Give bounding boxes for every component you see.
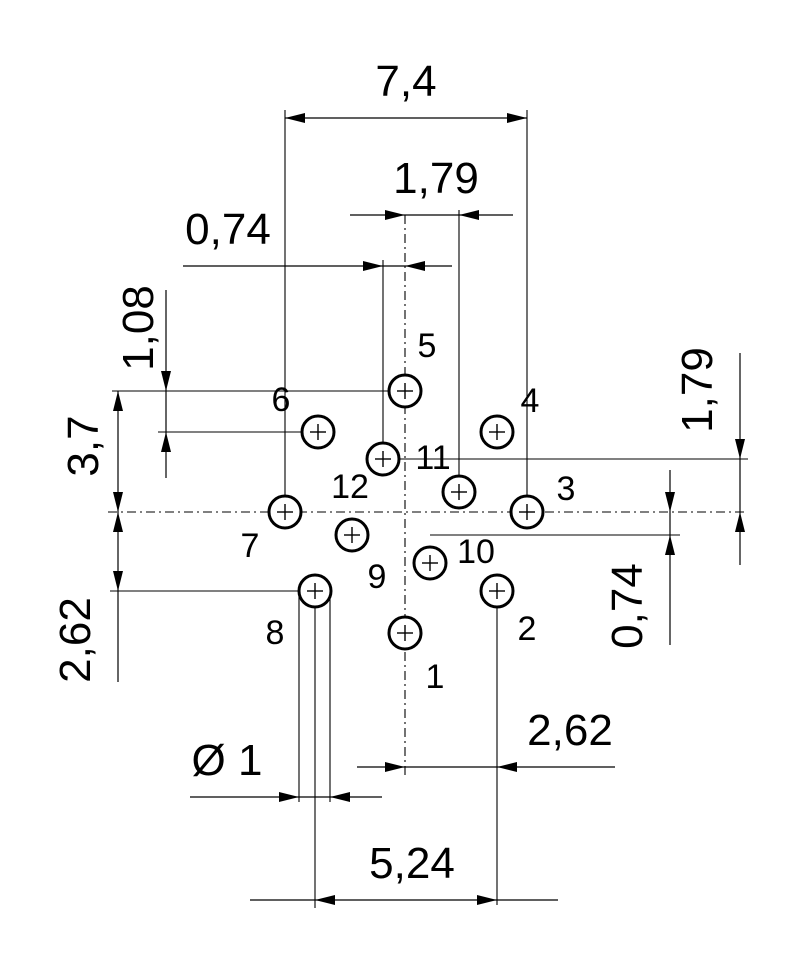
dimension-label: 2,62 [527,706,613,755]
pin-label: 7 [241,527,260,565]
pin-8: 8 [266,573,333,652]
pin-1: 1 [387,615,445,696]
pin-12: 12 [331,441,401,506]
dimension-label: 1,08 [114,285,163,371]
dimension-vertical-bottom: 2,62 [51,512,318,683]
dimension-overall-width: 7,4 [284,57,528,512]
dimension-horizontal-bottom-right: 2,62 [357,591,615,905]
pin-label: 2 [518,610,537,648]
dimension-pin-diameter: Ø 1 [190,591,382,802]
dimension-label: 0,74 [603,563,652,649]
pin-6: 6 [272,381,336,450]
dimension-pin-offset-left: 0,74 [183,205,452,460]
dimension-label: 1,79 [393,154,479,203]
pin-11: 11 [415,439,477,510]
pin-label: 10 [457,533,495,571]
dimension-vertical-right-lower: 0,74 [430,470,680,649]
pin-9: 9 [334,517,387,596]
pin-label: 4 [521,382,540,420]
dimension-label: 1,79 [673,347,722,433]
pin-label: 8 [266,614,285,652]
dimension-label: 0,74 [185,205,271,254]
pin-label: 12 [331,468,369,506]
dimension-vertical-offset-upper: 1,08 [112,285,405,478]
pin-label: 5 [418,327,437,365]
pin-label: 6 [272,381,291,419]
dimension-label: Ø 1 [192,736,263,785]
pin-label: 9 [368,558,387,596]
dimension-label: 5,24 [369,839,455,888]
pin-4: 4 [479,382,540,450]
dimension-horizontal-bottom: 5,24 [250,591,558,908]
dimension-vertical-top: 3,7 [59,391,123,512]
pin-2: 2 [479,573,537,648]
pin-10: 10 [412,533,495,581]
dimension-vertical-right-upper: 1,79 [383,347,748,565]
pin-label: 3 [557,470,576,508]
dimension-label: 7,4 [375,57,436,106]
pin-7: 7 [241,494,303,565]
pin-label: 1 [426,658,445,696]
pin-label: 11 [415,439,450,477]
dimension-label: 3,7 [59,415,108,476]
dimension-pin-offset-right: 1,79 [350,154,513,492]
dimension-label: 2,62 [51,597,100,683]
pin-3: 3 [509,470,576,530]
pin-5: 5 [387,327,437,409]
